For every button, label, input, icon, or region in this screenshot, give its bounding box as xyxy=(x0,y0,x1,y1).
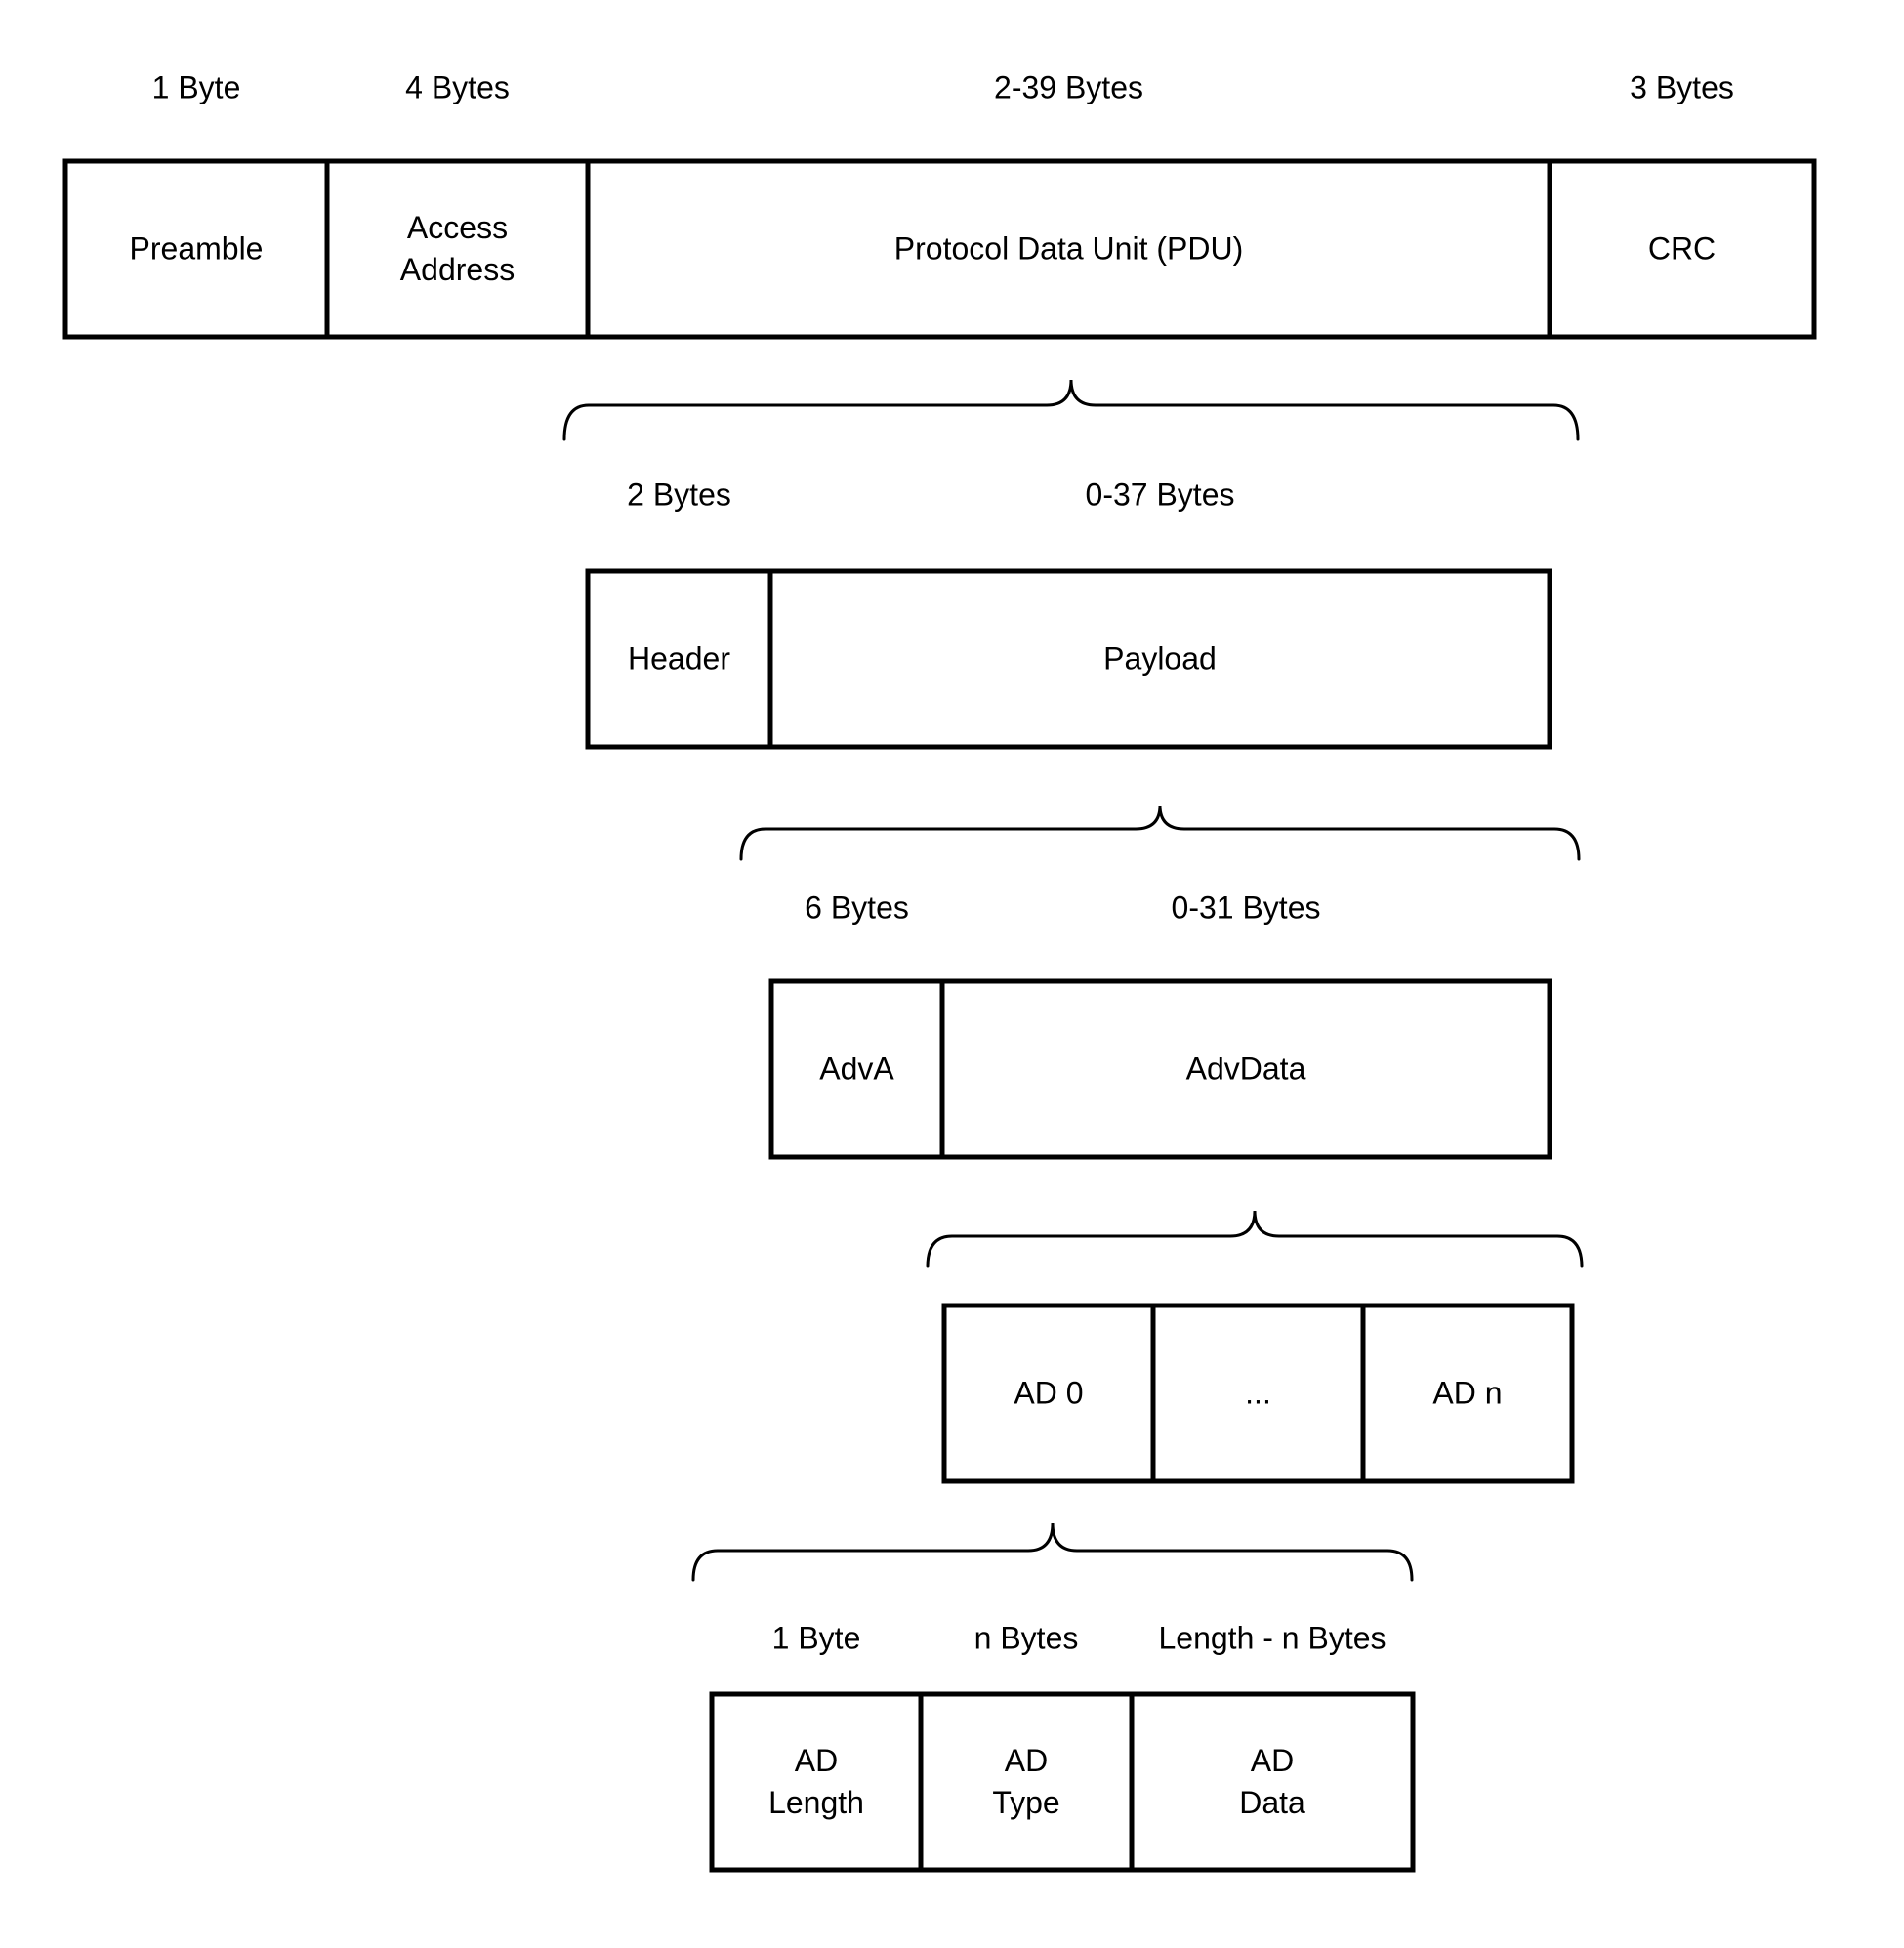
crc-size-label: 3 Bytes xyxy=(1630,69,1734,105)
adva-size-label: 6 Bytes xyxy=(805,890,909,926)
access-address-label: Access Address xyxy=(399,209,516,287)
preamble-label: Preamble xyxy=(129,230,264,267)
access-address-size-label: 4 Bytes xyxy=(405,69,510,105)
crc-label: CRC xyxy=(1647,230,1717,267)
packet-row-box xyxy=(62,158,1817,340)
ad-type-label: AD Type xyxy=(992,1742,1060,1820)
payload-label: Payload xyxy=(1103,641,1217,677)
ad-structure-row-box xyxy=(709,1691,1416,1873)
brace-advdata xyxy=(926,1210,1584,1268)
ad-ellipsis-label: ... xyxy=(1245,1375,1271,1411)
ad-length-label: AD Length xyxy=(768,1742,864,1820)
advdata-size-label: 0-31 Bytes xyxy=(1171,890,1321,926)
brace-pdu xyxy=(562,379,1580,441)
pdu-size-label: 2-39 Bytes xyxy=(994,69,1143,105)
ad-0-label: AD 0 xyxy=(1014,1375,1084,1411)
brace-ad0 xyxy=(691,1522,1414,1582)
ad-n-label: AD n xyxy=(1432,1375,1503,1411)
ad-data-label: AD Data xyxy=(1239,1742,1305,1820)
ad-data-size-label: Length - n Bytes xyxy=(1158,1620,1387,1656)
preamble-size-label: 1 Byte xyxy=(151,69,241,105)
pdu-label: Protocol Data Unit (PDU) xyxy=(893,230,1244,267)
header-size-label: 2 Bytes xyxy=(627,477,731,513)
header-label: Header xyxy=(628,641,730,677)
adva-label: AdvA xyxy=(819,1051,894,1087)
payload-size-label: 0-37 Bytes xyxy=(1085,477,1235,513)
advdata-label: AdvData xyxy=(1185,1051,1306,1087)
payload-detail-row-box xyxy=(768,978,1552,1160)
advdata-detail-row-box xyxy=(941,1303,1575,1484)
ad-length-size-label: 1 Byte xyxy=(771,1620,861,1656)
ad-type-size-label: n Bytes xyxy=(973,1620,1079,1656)
brace-payload xyxy=(739,805,1581,861)
pdu-detail-row-box xyxy=(585,568,1552,750)
